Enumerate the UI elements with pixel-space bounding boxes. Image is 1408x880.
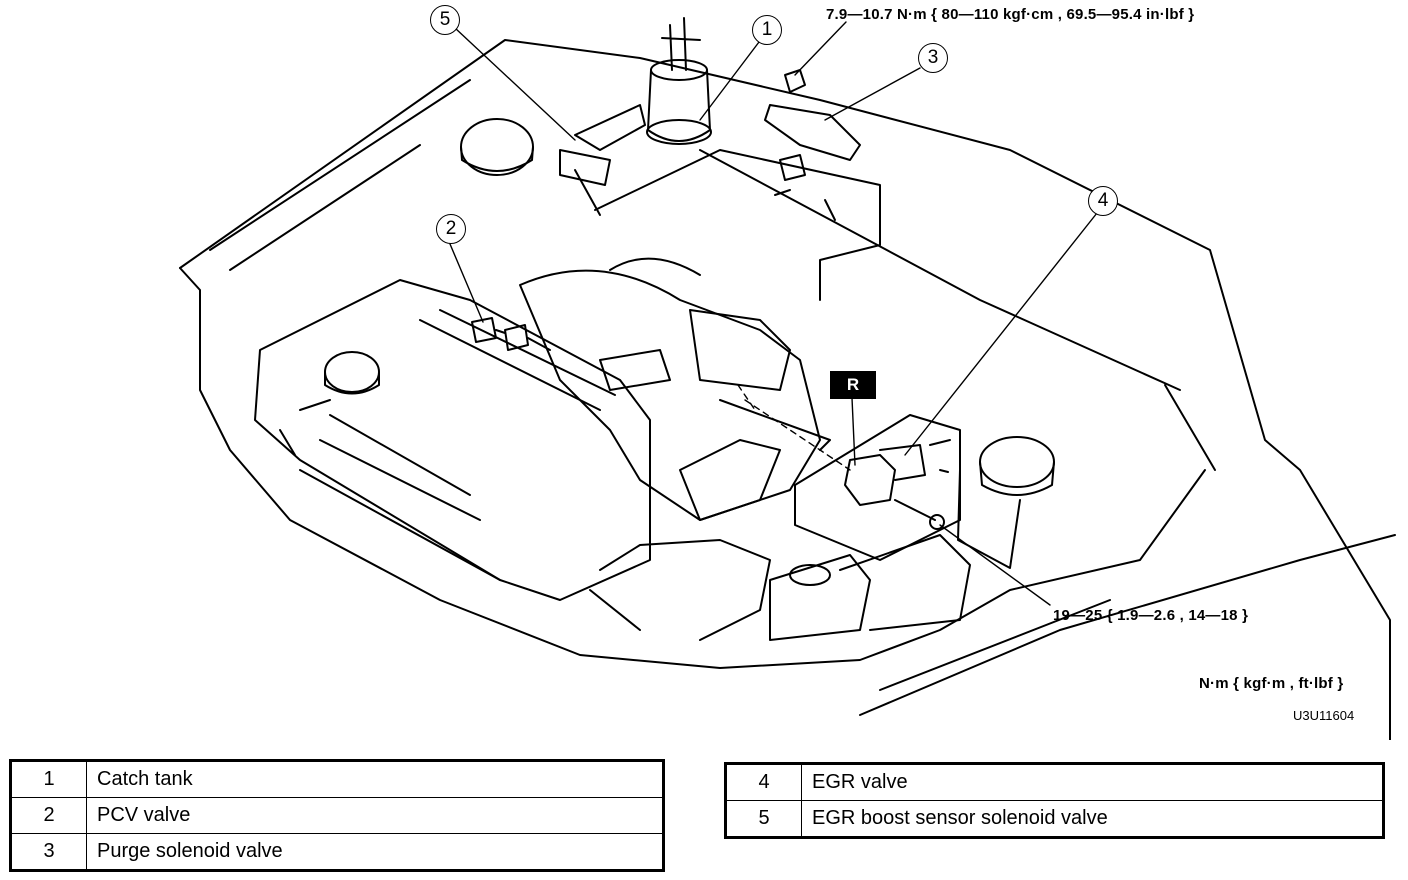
table-row: 1 Catch tank	[10, 760, 664, 798]
legend-table-right: 4 EGR valve 5 EGR boost sensor solenoid …	[724, 762, 1385, 839]
callout-1: 1	[752, 15, 782, 45]
left-strut-tower	[460, 118, 534, 176]
dashed-routing	[737, 384, 851, 471]
egr-valve	[844, 439, 951, 530]
table-row: 5 EGR boost sensor solenoid valve	[725, 800, 1384, 838]
engine-compartment-diagram	[179, 17, 1396, 740]
legend-num: 1	[10, 760, 87, 798]
legend-num: 4	[725, 763, 802, 801]
legend-name: Purge solenoid valve	[86, 833, 664, 871]
battery-box	[589, 414, 971, 641]
purge-solenoid-valve	[764, 69, 861, 221]
legend-num: 3	[10, 833, 87, 871]
pcv-valve	[471, 317, 551, 351]
table-row: 3 Purge solenoid valve	[10, 833, 664, 871]
legend-name: Catch tank	[86, 760, 664, 798]
table-row: 2 PCV valve	[10, 797, 664, 834]
legend-num: 2	[10, 797, 87, 834]
torque-units-note: N·m { kgf·m , ft·lbf }	[1199, 675, 1344, 692]
callout-2: 2	[436, 214, 466, 244]
mounting-bracket	[559, 104, 881, 301]
catch-tank	[646, 17, 712, 145]
legend-name: EGR valve	[801, 763, 1384, 801]
legend-name: PCV valve	[86, 797, 664, 834]
table-row: 4 EGR valve	[725, 763, 1384, 801]
callout-5: 5	[430, 5, 460, 35]
torque-spec-top: 7.9—10.7 N·m { 80—110 kgf·cm , 69.5—95.4…	[826, 6, 1195, 23]
engine-block	[254, 279, 651, 601]
torque-spec-bottom: 19—25 { 1.9—2.6 , 14—18 }	[1053, 607, 1249, 624]
intake-manifold	[519, 257, 831, 521]
callout-3: 3	[918, 43, 948, 73]
figure-id: U3U11604	[1293, 708, 1355, 723]
leader-lines	[449, 21, 1098, 606]
legend-table-left: 1 Catch tank 2 PCV valve 3 Purge solenoi…	[9, 759, 665, 872]
legend-num: 5	[725, 800, 802, 838]
legend-name: EGR boost sensor solenoid valve	[801, 800, 1384, 838]
callout-4: 4	[1088, 186, 1118, 216]
r-badge: R	[830, 371, 876, 399]
